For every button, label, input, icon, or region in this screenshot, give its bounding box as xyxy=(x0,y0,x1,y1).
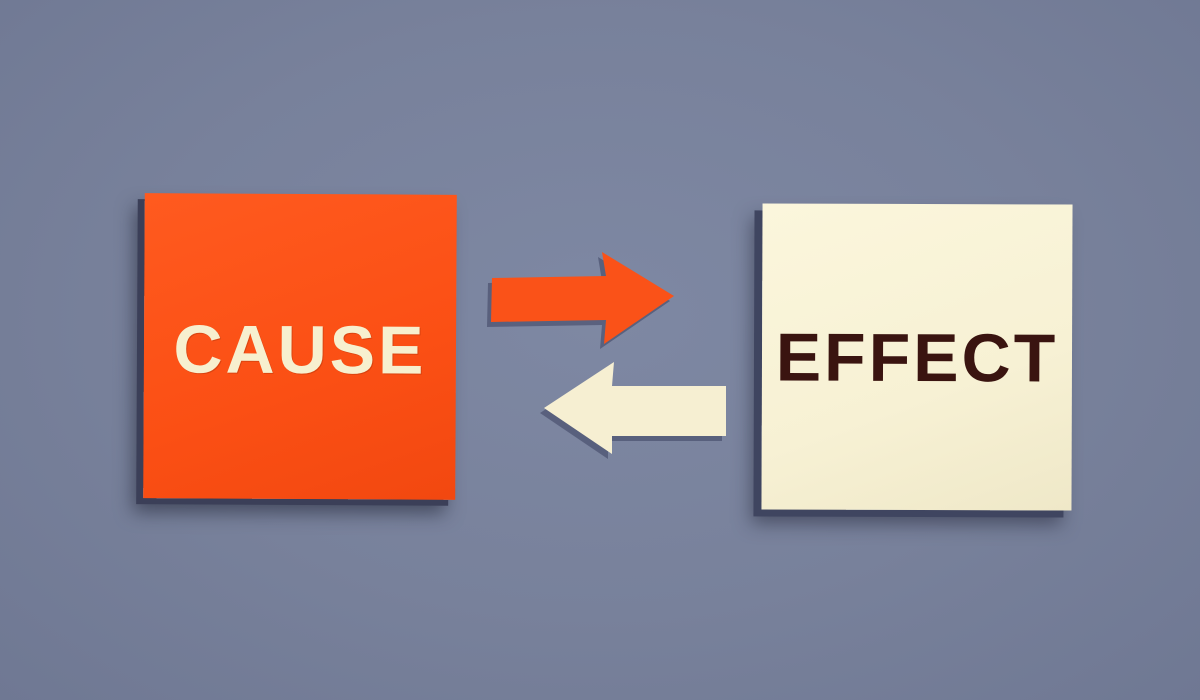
cause-card: CAUSE xyxy=(143,193,457,500)
effect-label: EFFECT xyxy=(775,319,1059,397)
arrow-left-icon xyxy=(540,362,726,459)
effect-card: EFFECT xyxy=(761,203,1073,511)
arrow-right-icon xyxy=(487,252,674,349)
cause-label: CAUSE xyxy=(173,310,427,389)
